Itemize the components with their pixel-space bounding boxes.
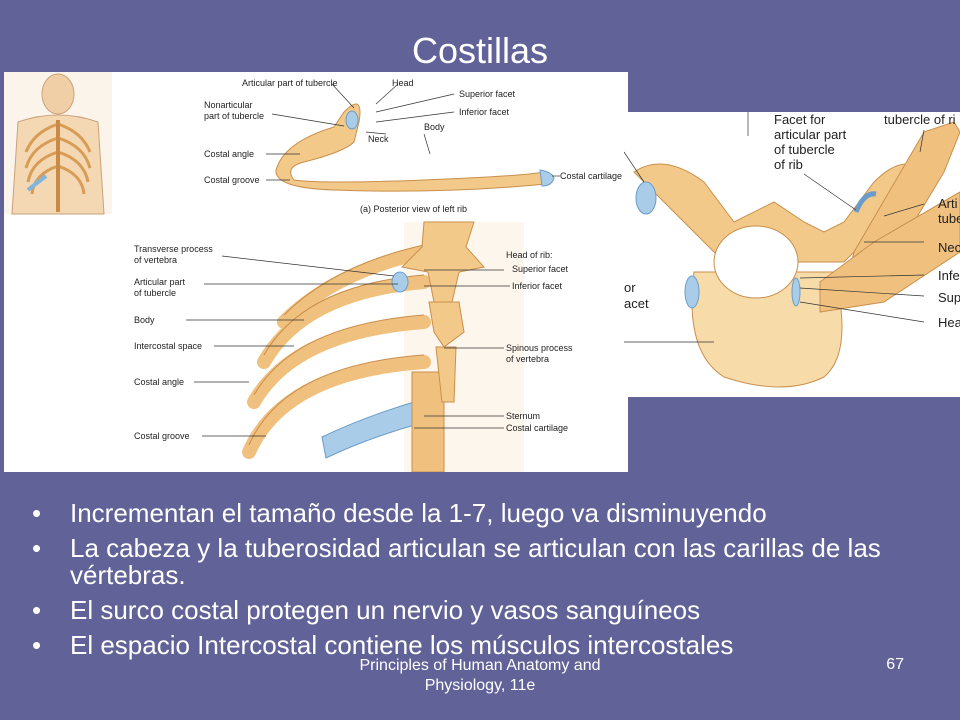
figure-c-labels: Facet for articular part of tubercle of … [624,112,960,330]
label-or-truncated: or [624,280,636,295]
label-of-vertebra: of vertebra [134,255,177,265]
footer-line: Physiology, 11e [424,677,536,694]
label-superior-facet-b: Superior facet [512,264,569,274]
figure-a-caption: (a) Posterior view of left rib [360,204,467,214]
figure-a-labels: Articular part of tubercle Head Nonartic… [204,78,622,214]
bullet-item: El espacio Intercostal contiene los músc… [32,632,932,660]
footer-line: Principles of Human Anatomy and [359,657,601,674]
skeleton-thumbnail [4,72,112,215]
slide-title: Costillas [411,30,549,71]
label-head-of-rib: Head of rib: [506,250,553,260]
label-costal-angle-b: Costal angle [134,377,184,387]
rib-cage-illustration [242,221,524,473]
label-costal-cartilage: Costal cartilage [560,171,622,181]
label-superior-facet: Superior facet [459,89,516,99]
label-transverse-process: Transverse process [134,244,213,254]
label-of-tubercle-c: of tubercle [774,142,835,157]
label-intercostal-space: Intercostal space [134,341,202,351]
label-part-of-tubercle: part of tubercle [204,111,264,121]
label-body: Body [424,122,445,132]
label-tubercle-of-rib: tubercle of ri [884,112,956,127]
label-neck: Neck [368,134,389,144]
label-of-vertebra-b: of vertebra [506,354,549,364]
label-head-truncated: Hea [938,315,960,330]
label-articular-part-of-tubercle: Articular part of tubercle [242,78,338,88]
label-neck-truncated: Nec [938,240,960,255]
label-costal-angle: Costal angle [204,149,254,159]
label-nonarticular: Nonarticular [204,100,253,110]
rib-anatomy-illustration: Articular part of tubercle Head Nonartic… [4,72,622,473]
label-inferior-facet: Inferior facet [459,107,510,117]
label-articular-part-c: articular part [774,127,847,142]
label-inferior-truncated: Infe [938,268,960,283]
label-costal-groove-b: Costal groove [134,431,190,441]
label-spinous-process: Spinous process [506,343,573,353]
label-of-rib: of rib [774,157,803,172]
label-inferior-facet-b: Inferior facet [512,281,563,291]
rib-anatomy-figure: Articular part of tubercle Head Nonartic… [4,72,628,473]
figure-b-labels: Transverse process of vertebra Articular… [134,244,573,441]
label-sternum: Sternum [506,411,540,421]
slide-footer: Principles of Human Anatomy and Physiolo… [320,656,640,696]
vertebra-rib-illustration: Facet for articular part of tubercle of … [623,112,960,388]
label-facet-truncated: acet [624,296,649,311]
label-facet-for: Facet for [774,112,826,127]
vertebra-illustration [633,121,960,388]
label-tubercle-truncated: tube [938,211,960,226]
page-number: 67 [886,656,904,673]
label-superior-truncated: Sup [938,290,960,305]
label-costal-cartilage-b: Costal cartilage [506,423,568,433]
bullet-item: La cabeza y la tuberosidad articulan se … [32,535,932,589]
label-head: Head [392,78,414,88]
vertebra-rib-figure: Facet for articular part of tubercle of … [623,112,960,397]
label-articular-part: Articular part [134,277,186,287]
bullet-list: Incrementan el tamaño desde la 1-7, lueg… [32,500,932,667]
label-body-b: Body [134,315,155,325]
bullet-item: El surco costal protegen un nervio y vas… [32,597,932,625]
label-articular-truncated: Arti [938,196,958,211]
bullet-item: Incrementan el tamaño desde la 1-7, lueg… [32,500,932,528]
label-of-tubercle: of tubercle [134,288,176,298]
label-costal-groove: Costal groove [204,175,260,185]
